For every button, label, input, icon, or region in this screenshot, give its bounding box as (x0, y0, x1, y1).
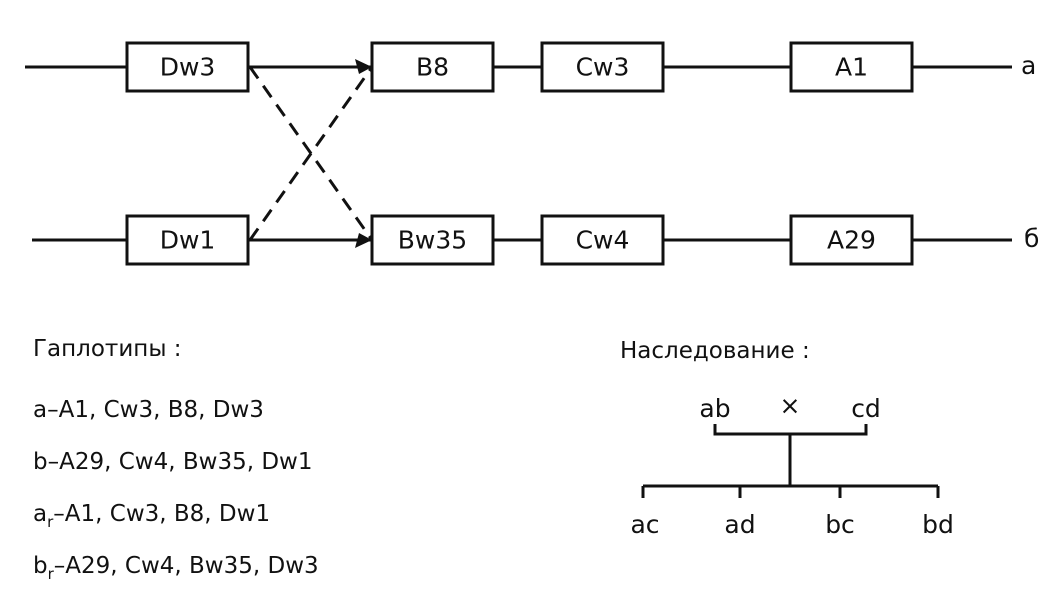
haplotype-genes: –A1, Cw3, B8, Dw3 (47, 397, 264, 423)
crossover-line-up (248, 66, 374, 241)
gene-box-a-4: A1 (789, 41, 914, 93)
offspring-label-4: bd (922, 510, 954, 539)
gene-label-a-4: A1 (835, 53, 868, 82)
haplotype-item: b–A29, Cw4, Bw35, Dw1 (33, 444, 319, 496)
haplotype-subscript: r (47, 513, 54, 531)
haplotype-item: a–A1, Cw3, B8, Dw3 (33, 392, 319, 444)
gene-box-a-2: B8 (370, 41, 495, 93)
gene-box-b-3: Cw4 (540, 214, 665, 266)
parent-bracket (713, 424, 868, 436)
gene-box-a-1: Dw3 (125, 41, 250, 93)
inheritance-tree: ab × cd ac ad bc bd (630, 391, 953, 539)
offspring-label-2: ad (724, 510, 755, 539)
gene-label-b-4: A29 (827, 226, 876, 255)
inheritance-heading: Наследование : (620, 338, 810, 364)
parent-label-1: ab (699, 394, 730, 423)
gene-label-a-3: Cw3 (576, 53, 630, 82)
haplotype-item: br–A29, Cw4, Bw35, Dw3 (33, 548, 319, 600)
haplotype-name: a (33, 501, 48, 527)
arrowhead-to-b8-icon (355, 59, 372, 74)
gene-label-a-1: Dw3 (160, 53, 216, 82)
offspring-label-3: bc (825, 510, 855, 539)
gene-box-a-3: Cw3 (540, 41, 665, 93)
haplotype-item: ar–A1, Cw3, B8, Dw1 (33, 496, 319, 548)
gene-box-b-2: Bw35 (370, 214, 495, 266)
crossover (248, 59, 374, 248)
gene-label-b-1: Dw1 (160, 226, 216, 255)
haplotype-name: b (33, 553, 48, 579)
cross-symbol: × (780, 391, 801, 420)
haplotype-genes: –A1, Cw3, B8, Dw1 (53, 501, 271, 527)
chromosome-b: Dw1 Bw35 Cw4 A29 б (32, 214, 1039, 266)
parent-label-2: cd (851, 394, 881, 423)
chromosome-a: Dw3 B8 Cw3 A1 a (25, 41, 1036, 93)
gene-label-b-3: Cw4 (576, 226, 630, 255)
gene-box-b-1: Dw1 (125, 214, 250, 266)
arrowhead-to-bw35-icon (355, 233, 372, 248)
gene-label-b-2: Bw35 (398, 226, 467, 255)
haplotypes-heading: Гаплотипы : (33, 336, 182, 362)
haplotype-list: a–A1, Cw3, B8, Dw3 b–A29, Cw4, Bw35, Dw1… (33, 392, 319, 600)
gene-box-b-4: A29 (789, 214, 914, 266)
offspring-label-1: ac (630, 510, 659, 539)
haplotype-genes: –A29, Cw4, Bw35, Dw3 (53, 553, 319, 579)
gene-label-a-2: B8 (416, 53, 449, 82)
chromosome-b-end-label: б (1024, 224, 1039, 253)
haplotype-name: a (33, 397, 48, 423)
haplotype-genes: –A29, Cw4, Bw35, Dw1 (47, 449, 313, 475)
haplotype-subscript: r (47, 565, 54, 583)
haplotype-name: b (33, 449, 48, 475)
chromosome-a-end-label: a (1021, 51, 1036, 80)
